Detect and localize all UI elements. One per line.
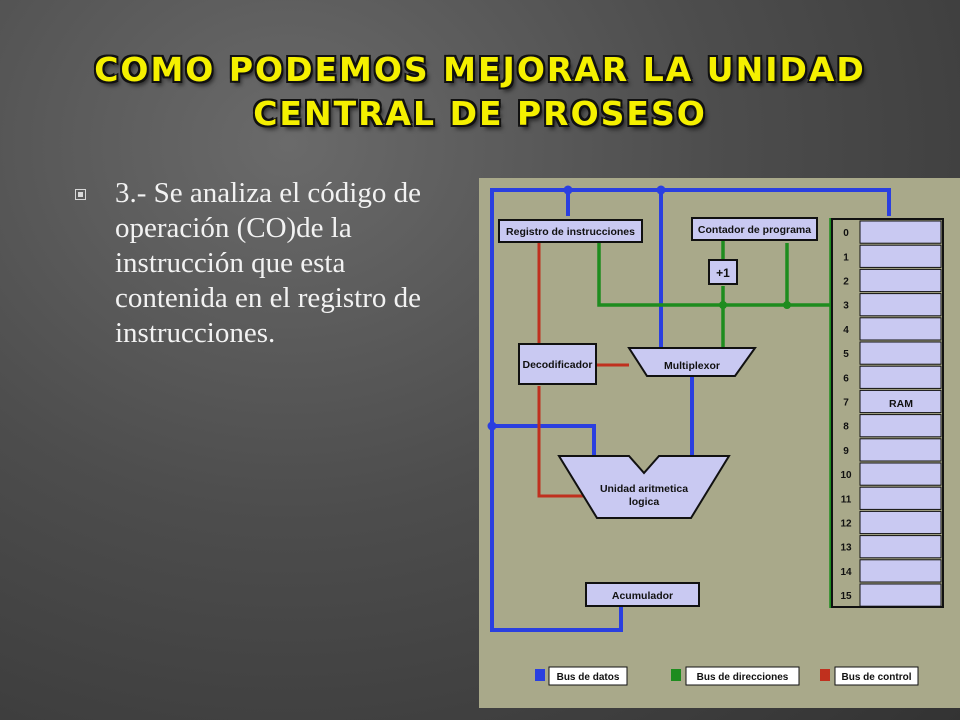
ram-address-label: 8 — [843, 422, 849, 433]
ram-address-label: 12 — [840, 519, 852, 530]
alu-label-line2: logica — [629, 496, 660, 508]
incrementer-box: +1 — [708, 259, 738, 285]
ram-cell — [859, 244, 942, 268]
accumulator-box: Acumulador — [585, 582, 700, 607]
ram-cell — [859, 510, 942, 535]
alu-shape: Unidad aritmetica logica — [557, 455, 731, 519]
control-bus-lines — [537, 243, 629, 498]
incrementer-label: +1 — [716, 266, 730, 280]
address-bus-junctions — [719, 301, 791, 309]
ram-address-label: 9 — [843, 446, 849, 457]
ram-address-label: 0 — [843, 228, 849, 239]
legend: Bus de datos Bus de direcciones Bus de c… — [535, 666, 919, 686]
cpu-diagram: Registro de instrucciones Contador de pr… — [479, 178, 960, 708]
ram-cell — [859, 414, 942, 438]
decoder-label: Decodificador — [522, 359, 592, 371]
program-counter-box: Contador de programa — [691, 217, 818, 241]
ram-address-label: 1 — [843, 252, 849, 263]
ram-address-label: 5 — [843, 349, 849, 360]
ram-cell — [859, 462, 942, 486]
legend-data-bus: Bus de datos — [557, 672, 620, 683]
bullet-list: 3.- Se analiza el código de operación (C… — [75, 176, 455, 351]
ram-address-label: 4 — [843, 325, 849, 336]
bullet-text: 3.- Se analiza el código de operación (C… — [115, 177, 421, 349]
ram-address-label: 6 — [843, 373, 849, 384]
title-line-2: CENTRAL DE PROSESO — [253, 94, 707, 133]
ram-address-label: 13 — [840, 543, 852, 554]
instruction-register-label: Registro de instrucciones — [506, 226, 635, 238]
ram-label: RAM — [889, 398, 913, 410]
square-bullet-icon — [75, 189, 86, 200]
ram-cell — [859, 438, 942, 462]
ram-cell — [859, 559, 942, 583]
ram-cell — [859, 317, 942, 341]
ram-cell — [859, 583, 942, 607]
multiplexer-label: Multiplexor — [664, 360, 720, 372]
legend-address-bus: Bus de direcciones — [697, 672, 789, 683]
ram-cell — [859, 535, 942, 559]
ram-address-label: 14 — [840, 567, 852, 578]
ram-cell — [859, 486, 942, 510]
accumulator-label: Acumulador — [612, 590, 673, 602]
ram-cell — [859, 220, 942, 244]
program-counter-label: Contador de programa — [698, 224, 811, 236]
legend-swatch-control-bus — [820, 669, 830, 681]
title-line-1: COMO PODEMOS MEJORAR LA UNIDAD — [94, 50, 866, 89]
ram-cell — [859, 268, 942, 293]
data-bus-lines — [490, 188, 891, 632]
ram-address-label: 10 — [840, 470, 852, 481]
legend-swatch-address-bus — [671, 669, 681, 681]
multiplexer-shape: Multiplexor — [627, 347, 757, 377]
ram-address-label: 3 — [843, 301, 849, 312]
ram-address-label: 15 — [840, 591, 852, 602]
decoder-box: Decodificador — [518, 343, 597, 385]
ram-cell — [859, 389, 942, 414]
slide-title: COMO PODEMOS MEJORAR LA UNIDAD CENTRAL D… — [40, 48, 920, 136]
legend-swatch-data-bus — [535, 669, 545, 681]
instruction-register-box: Registro de instrucciones — [498, 219, 643, 243]
ram-address-label: 11 — [841, 494, 852, 505]
ram-cell — [859, 365, 942, 389]
legend-control-bus: Bus de control — [841, 672, 911, 683]
cpu-diagram-svg: Registro de instrucciones Contador de pr… — [487, 185, 944, 686]
ram-cell — [859, 341, 942, 365]
data-bus-junctions — [487, 185, 666, 431]
ram-address-label: 7 — [843, 398, 849, 409]
ram-cell — [859, 293, 942, 317]
ram-address-label: 2 — [843, 277, 849, 288]
alu-label-line1: Unidad aritmetica — [600, 483, 688, 495]
